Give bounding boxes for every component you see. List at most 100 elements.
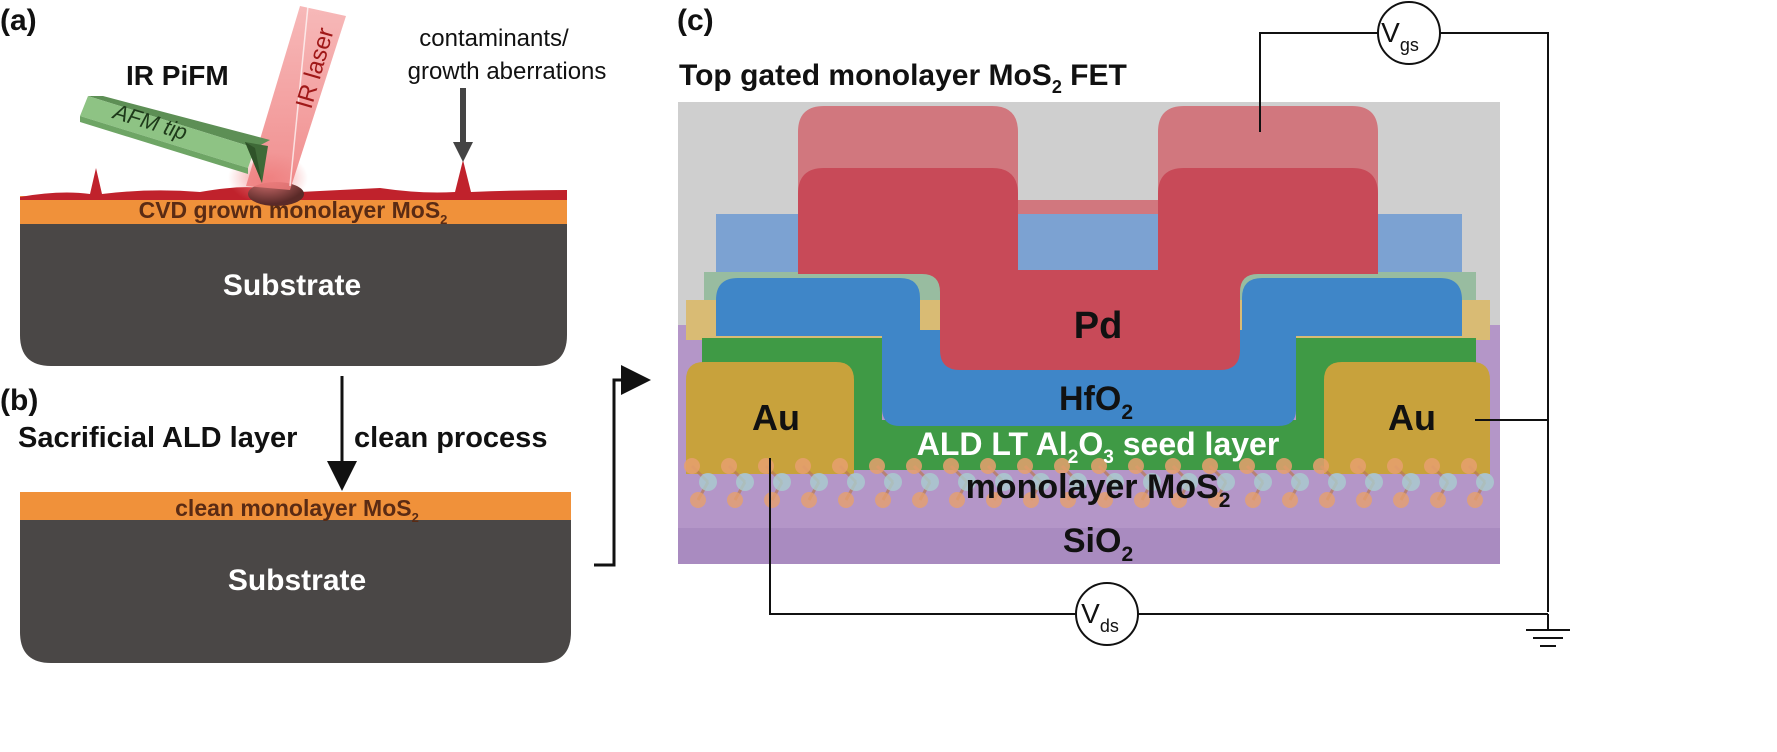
molybdenum-atom (847, 473, 865, 491)
sulfur-atom (906, 458, 922, 474)
au-contact-left (686, 362, 854, 474)
molybdenum-atom (1476, 473, 1494, 491)
sulfur-atom (943, 458, 959, 474)
molybdenum-atom (736, 473, 754, 491)
contaminant-arrow (453, 88, 473, 162)
molybdenum-atom (1328, 473, 1346, 491)
sulfur-atom (1097, 492, 1113, 508)
vgs-label: Vgs (1381, 17, 1419, 55)
molybdenum-atom (810, 473, 828, 491)
sulfur-atom (986, 492, 1002, 508)
sulfur-atom (1276, 458, 1292, 474)
al2o3-seed-layer (702, 338, 1476, 470)
sulfur-atom (875, 492, 891, 508)
mos2-channel-label: monolayer MoS2 (966, 468, 1231, 512)
sulfur-atom (721, 458, 737, 474)
contaminant-label-line2: growth aberrations (408, 58, 607, 85)
sio2-bottom-band (678, 528, 1500, 564)
molybdenum-atom (699, 473, 717, 491)
sulfur-atom (1208, 492, 1224, 508)
sulfur-atom (1387, 458, 1403, 474)
sulfur-atom (1424, 458, 1440, 474)
sulfur-atom (684, 458, 700, 474)
sulfur-atom (1128, 458, 1144, 474)
molybdenum-atom (1143, 473, 1161, 491)
sulfur-atom (1461, 458, 1477, 474)
sulfur-atom (690, 492, 706, 508)
panel-b-substrate-label: Substrate (228, 564, 366, 597)
afm-tip (80, 96, 270, 183)
sulfur-atom (1282, 492, 1298, 508)
process-label-left: Sacrificial ALD layer (18, 422, 297, 454)
circuit-wires (769, 32, 1549, 630)
panel-a: (a) IR PiFM CVD grown monolayer MoS2 Sub… (0, 4, 606, 366)
molybdenum-atom (1217, 473, 1235, 491)
panel-c: (c) Top gated monolayer MoS2 FET Pd HfO2… (677, 1, 1570, 647)
sulfur-atom (1054, 458, 1070, 474)
panel-a-tag: (a) (0, 4, 37, 37)
molybdenum-atom (1032, 473, 1050, 491)
molybdenum-atom (884, 473, 902, 491)
sulfur-atom (758, 458, 774, 474)
molybdenum-atom (1439, 473, 1457, 491)
sulfur-atom (1245, 492, 1261, 508)
panel-b-substrate (20, 519, 571, 663)
panel-b: (b) Sacrificial ALD layer clean process … (0, 376, 571, 663)
panel-a-substrate-label: Substrate (223, 269, 361, 302)
vds-label: Vds (1081, 598, 1119, 636)
sulfur-atom (1356, 492, 1372, 508)
sulfur-atom (1467, 492, 1483, 508)
pd-gate-label: Pd (1074, 305, 1123, 347)
panel-b-tag: (b) (0, 384, 38, 417)
mos2-lattice (684, 458, 1494, 508)
sulfur-atom (1319, 492, 1335, 508)
contaminant-label-line1: contaminants/ (419, 25, 569, 52)
sulfur-atom (1313, 458, 1329, 474)
molybdenum-atom (1106, 473, 1124, 491)
sulfur-atom (764, 492, 780, 508)
sulfur-atom (912, 492, 928, 508)
au-contact-right (1324, 362, 1490, 474)
sulfur-atom (727, 492, 743, 508)
au-contact-left-label: Au (752, 397, 800, 438)
molybdenum-atom (1069, 473, 1087, 491)
molybdenum-atom (1180, 473, 1198, 491)
sulfur-atom (1430, 492, 1446, 508)
molybdenum-atom (1254, 473, 1272, 491)
panel-c-title: Top gated monolayer MoS2 FET (679, 59, 1127, 97)
panel-b-mos2-label: clean monolayer MoS2 (175, 495, 419, 525)
sulfur-atom (1134, 492, 1150, 508)
sulfur-atom (1202, 458, 1218, 474)
vds-meter (1075, 582, 1139, 646)
process-label-right: clean process (354, 422, 547, 454)
sulfur-atom (1017, 458, 1033, 474)
ground-icon (1526, 629, 1570, 647)
panel-a-substrate (20, 222, 567, 366)
sulfur-atom (869, 458, 885, 474)
sulfur-atom (838, 492, 854, 508)
vgs-meter (1377, 1, 1441, 65)
panel-b-mos2-layer (20, 492, 571, 520)
sulfur-atom (1060, 492, 1076, 508)
sulfur-atom (1239, 458, 1255, 474)
sulfur-atom (1350, 458, 1366, 474)
molybdenum-atom (1365, 473, 1383, 491)
sulfur-atom (1171, 492, 1187, 508)
molybdenum-atom (958, 473, 976, 491)
connector-arrow (594, 365, 651, 567)
hfo2-label: HfO2 (1059, 380, 1133, 424)
seed-layer-label: ALD LT Al2O3 seed layer (917, 426, 1280, 468)
molybdenum-atom (1402, 473, 1420, 491)
sulfur-atom (795, 458, 811, 474)
sio2-label: SiO2 (1063, 522, 1133, 566)
panel-a-mos2-label: CVD grown monolayer MoS2 (139, 197, 448, 227)
panel-a-title: IR PiFM (126, 60, 229, 91)
molybdenum-atom (995, 473, 1013, 491)
sulfur-atom (949, 492, 965, 508)
sulfur-atom (832, 458, 848, 474)
panel-c-tag: (c) (677, 4, 714, 37)
sulfur-atom (1023, 492, 1039, 508)
sulfur-atom (1393, 492, 1409, 508)
molybdenum-atom (773, 473, 791, 491)
